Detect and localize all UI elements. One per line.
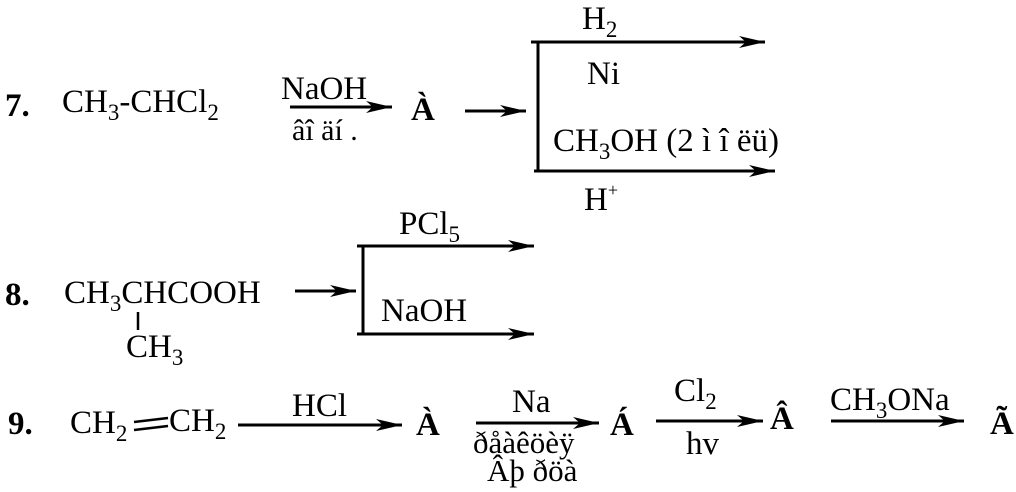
reaction-7-catalyst-h-plus: H+ xyxy=(584,180,618,218)
reaction-9-product-d: Ã xyxy=(990,406,1014,442)
reaction-9-product-a: À xyxy=(416,407,440,443)
reaction-7-catalyst-ni: Ni xyxy=(587,56,620,92)
reaction-7-reagent-naoh: NaOH xyxy=(281,71,368,107)
reaction-9-condition-line2: Âþ ðöà xyxy=(487,453,578,488)
reaction-8-reagent-naoh: NaOH xyxy=(381,293,468,329)
reaction-9-reagent-na: Na xyxy=(512,384,551,420)
reaction-9-number: 9. xyxy=(8,406,33,442)
reaction-7-number: 7. xyxy=(5,88,30,124)
reaction-8-reactant: CH3CHCOOH xyxy=(64,275,261,316)
reaction-9-double-bond-upper xyxy=(133,416,169,424)
reaction-9-reactant-right: CH2 xyxy=(169,403,227,444)
reaction-9-product-c: Â xyxy=(770,401,794,437)
reaction-9-condition-line1: ðåàêöèÿ xyxy=(473,425,575,460)
reaction-7-reagent-methanol: CH3OH (2 ì î ëü) xyxy=(553,123,779,164)
reaction-7-reactant: CH3-CHCl2 xyxy=(62,84,219,125)
reaction-8-number: 8. xyxy=(5,277,30,313)
reaction-9-reagent-hcl: HCl xyxy=(292,388,348,424)
reaction-9-product-b: Á xyxy=(610,407,634,443)
reaction-7-product-a: À xyxy=(411,92,435,128)
reaction-8-reagent-pcl5: PCl5 xyxy=(399,206,461,247)
reaction-9-reactant-left: CH2 xyxy=(70,405,128,446)
reaction-8-methyl-branch: CH3 xyxy=(126,329,184,370)
reaction-9-double-bond-lower xyxy=(133,424,169,432)
reaction-9-condition-hv: hv xyxy=(686,426,719,462)
reaction-9-reagent-ch3ona: CH3ONa xyxy=(830,382,950,423)
reaction-7-condition: âî äí . xyxy=(292,114,358,147)
reaction-9-reagent-cl2: Cl2 xyxy=(674,373,717,414)
reaction-7-reagent-h2: H2 xyxy=(582,1,618,42)
